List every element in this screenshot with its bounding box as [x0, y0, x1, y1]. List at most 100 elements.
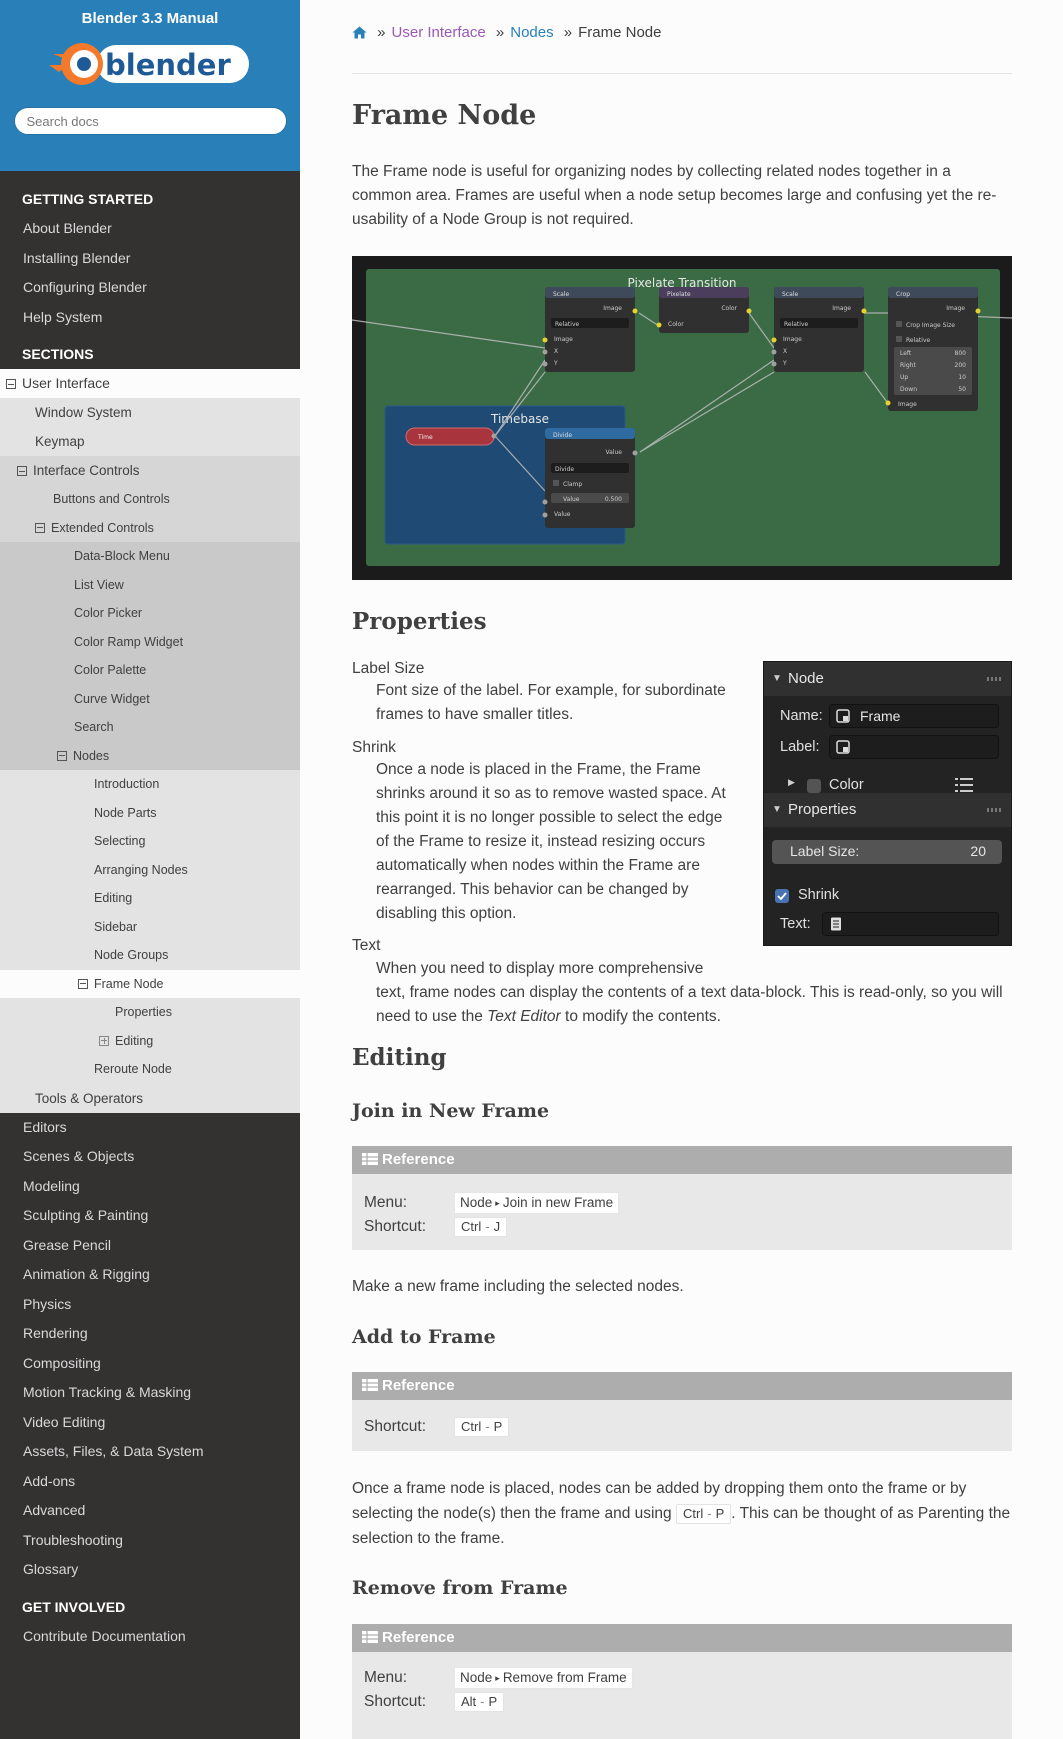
nav-arranging-nodes[interactable]: Arranging Nodes	[0, 855, 300, 884]
nav-contribute-documentation[interactable]: Contribute Documentation	[23, 1627, 186, 1644]
nav-buttons-and-controls[interactable]: Buttons and Controls	[0, 485, 300, 514]
nav-compositing[interactable]: Compositing	[23, 1354, 101, 1371]
nav-installing-blender[interactable]: Installing Blender	[23, 249, 131, 266]
nav-introduction[interactable]: Introduction	[0, 770, 300, 799]
nav-color-palette[interactable]: Color Palette	[0, 656, 300, 685]
nav-reroute-node[interactable]: Reroute Node	[0, 1055, 300, 1084]
node-icon	[836, 740, 850, 754]
home-link[interactable]	[352, 24, 367, 41]
expand-triangle-icon[interactable]: ▶	[788, 777, 795, 787]
svg-text:Down: Down	[900, 386, 917, 393]
nav-user-interface[interactable]: User Interface	[0, 369, 300, 398]
svg-text:200: 200	[955, 362, 967, 369]
color-checkbox[interactable]	[807, 779, 821, 793]
collapse-icon[interactable]	[57, 750, 67, 761]
nav-frame-properties[interactable]: Properties	[0, 998, 300, 1027]
nav-data-block-menu[interactable]: Data-Block Menu	[0, 542, 300, 571]
shortcut-label: Shortcut:	[364, 1218, 427, 1235]
collapse-icon[interactable]	[17, 466, 27, 476]
svg-text:Relative: Relative	[784, 321, 809, 328]
nav-curve-widget[interactable]: Curve Widget	[0, 684, 300, 713]
svg-text:Divide: Divide	[555, 466, 574, 473]
blender-logo[interactable]: blender	[45, 35, 255, 93]
home-icon	[352, 26, 367, 39]
nav-assets-files[interactable]: Assets, Files, & Data System	[23, 1443, 204, 1459]
nav-sculpting-painting[interactable]: Sculpting & Painting	[23, 1207, 149, 1223]
collapse-icon[interactable]	[35, 522, 45, 533]
nav-editors[interactable]: Editors	[23, 1118, 67, 1135]
nav-interface-controls[interactable]: Interface Controls	[0, 456, 300, 485]
svg-text:blender: blender	[105, 48, 231, 82]
manual-version-link[interactable]: Blender 3.3 Manual	[81, 10, 219, 27]
sidebar: Blender 3.3 Manual blender GETTING START…	[0, 0, 300, 1739]
shrink-checkbox-checked-icon[interactable]	[775, 889, 789, 903]
nav-node-parts[interactable]: Node Parts	[0, 798, 300, 827]
nav-nodes[interactable]: Nodes	[0, 741, 300, 770]
list-icon[interactable]	[955, 777, 973, 793]
svg-text:Image: Image	[832, 305, 851, 312]
text-datablock-field[interactable]	[822, 912, 999, 936]
shortcut-label: Shortcut:	[364, 1693, 427, 1710]
expand-icon[interactable]	[99, 1035, 109, 1046]
nav-troubleshooting[interactable]: Troubleshooting	[23, 1531, 123, 1548]
nav-scenes-objects[interactable]: Scenes & Objects	[23, 1148, 135, 1164]
svg-text:Up: Up	[900, 374, 908, 381]
label-field[interactable]	[829, 735, 999, 759]
nav-configuring-blender[interactable]: Configuring Blender	[23, 279, 147, 295]
node-scale-2: Scale Image Relative Image X Y	[771, 287, 867, 372]
nav-animation-rigging[interactable]: Animation & Rigging	[23, 1266, 150, 1282]
nav-window-system[interactable]: Window System	[0, 398, 300, 427]
nav-node-groups[interactable]: Node Groups	[0, 941, 300, 970]
nav-glossary[interactable]: Glossary	[23, 1561, 79, 1577]
nav-extended-controls[interactable]: Extended Controls	[0, 513, 300, 542]
collapse-icon[interactable]	[78, 978, 88, 989]
svg-text:Right: Right	[900, 362, 916, 369]
nav-keymap[interactable]: Keymap	[0, 427, 300, 456]
svg-text:Pixelate: Pixelate	[667, 291, 691, 298]
drag-grip-icon[interactable]	[987, 677, 1001, 681]
name-field[interactable]: Frame	[829, 704, 999, 728]
svg-text:Image: Image	[603, 305, 622, 312]
nav-frame-node-current[interactable]: Frame Node	[0, 969, 300, 998]
nav-tools-operators[interactable]: Tools & Operators	[0, 1083, 300, 1113]
nav-sidebar[interactable]: Sidebar	[0, 912, 300, 941]
nav-selecting[interactable]: Selecting	[0, 827, 300, 856]
intro-paragraph: The Frame node is useful for organizing …	[352, 163, 997, 228]
svg-text:Y: Y	[553, 360, 558, 367]
panel-header-node[interactable]: ▼ Node	[764, 662, 1011, 696]
nav-list-view[interactable]: List View	[0, 570, 300, 599]
svg-text:Image: Image	[783, 336, 802, 343]
reference-box-join: Reference Menu: Node▸Join in new Frame S…	[352, 1146, 1012, 1250]
nav-advanced[interactable]: Advanced	[23, 1502, 86, 1518]
svg-text:Color: Color	[721, 305, 737, 312]
nav-add-ons[interactable]: Add-ons	[23, 1472, 76, 1489]
label-size-slider[interactable]: Label Size: 20	[772, 840, 1002, 864]
nav-about-blender[interactable]: About Blender	[23, 220, 112, 236]
svg-text:Relative: Relative	[906, 337, 931, 344]
nav-search[interactable]: Search	[0, 713, 300, 742]
nav-modeling[interactable]: Modeling	[23, 1177, 80, 1194]
search-docs-input[interactable]	[13, 107, 287, 135]
breadcrumb-nodes[interactable]: Nodes	[510, 24, 554, 41]
nav-motion-tracking[interactable]: Motion Tracking & Masking	[23, 1384, 192, 1400]
panel-header-properties[interactable]: ▼ Properties	[764, 793, 1011, 827]
svg-text:Value: Value	[563, 496, 580, 503]
node-properties-panel: ▼ Node Name: Frame Label: ▶ Color ▼ Prop…	[763, 661, 1012, 946]
nav-color-picker[interactable]: Color Picker	[0, 599, 300, 628]
caption-get-involved: GET INVOLVED	[22, 1598, 126, 1615]
collapse-icon[interactable]	[6, 379, 16, 389]
shortcut-keys: Ctrl-J	[454, 1217, 508, 1237]
nav-editing[interactable]: Editing	[0, 884, 300, 913]
drag-grip-icon[interactable]	[987, 808, 1001, 812]
svg-text:Y: Y	[782, 360, 787, 367]
nav-grease-pencil[interactable]: Grease Pencil	[23, 1236, 111, 1253]
nav-rendering[interactable]: Rendering	[23, 1325, 88, 1341]
breadcrumb-user-interface[interactable]: User Interface	[391, 24, 486, 41]
heading-editing: Editing	[352, 1044, 447, 1071]
nav-color-ramp-widget[interactable]: Color Ramp Widget	[0, 627, 300, 656]
nav-frame-editing[interactable]: Editing	[0, 1026, 300, 1055]
nav-help-system[interactable]: Help System	[23, 308, 103, 325]
nav-physics[interactable]: Physics	[23, 1295, 72, 1312]
nav-video-editing[interactable]: Video Editing	[23, 1413, 106, 1430]
table-icon	[362, 1153, 378, 1165]
